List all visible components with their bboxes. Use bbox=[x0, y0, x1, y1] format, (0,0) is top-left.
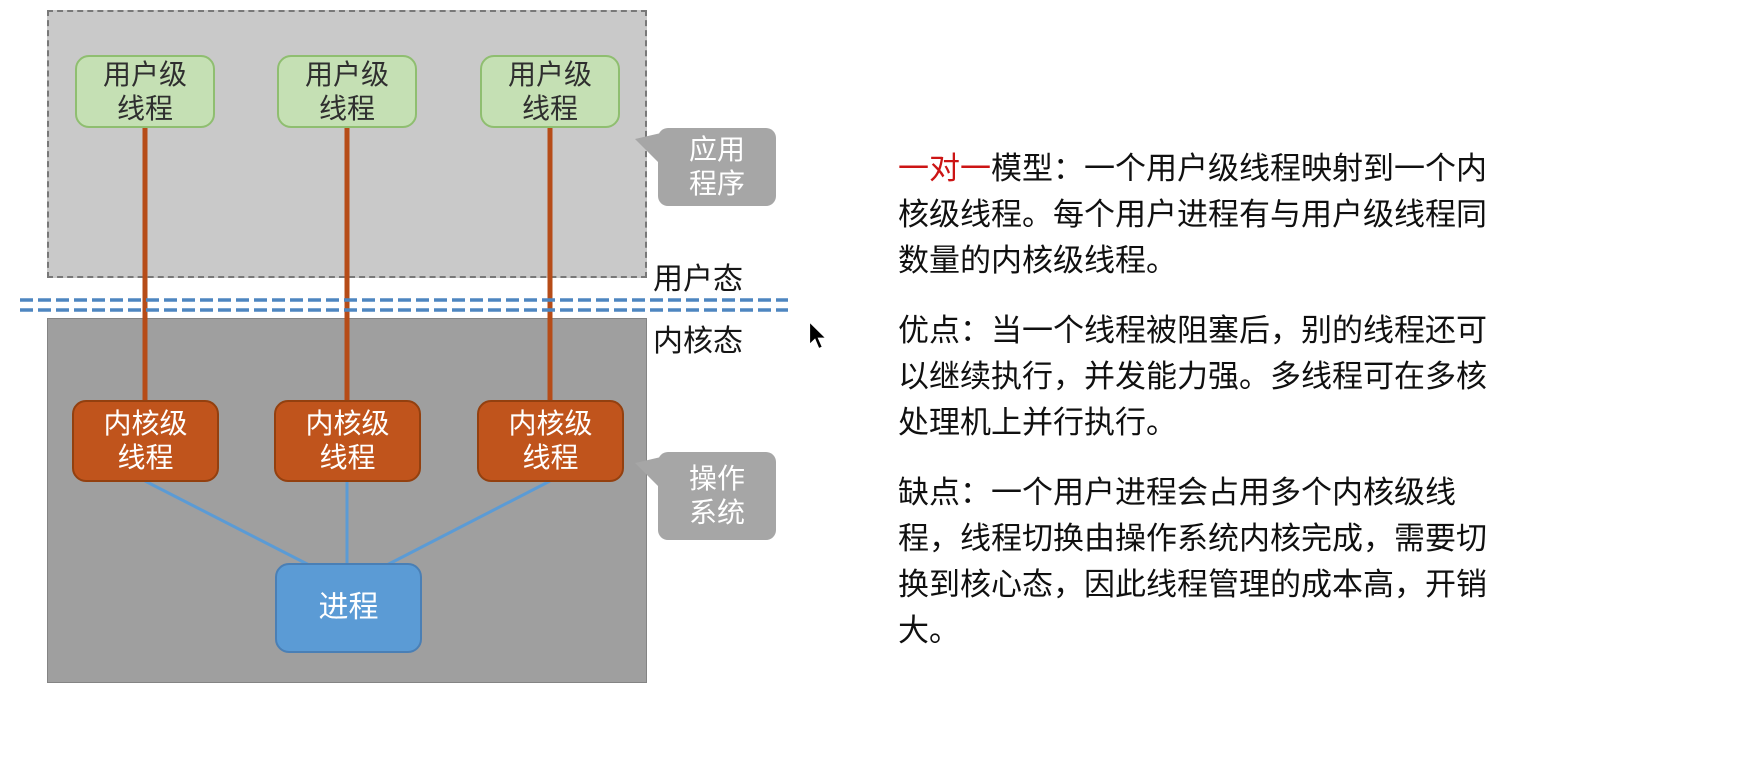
cons-paragraph: 缺点：一个用户进程会占用多个内核级线程，线程切换由操作系统内核完成，需要切换到核… bbox=[898, 475, 1487, 648]
user-mode-label: 用户态 bbox=[653, 263, 743, 296]
notes-panel: 一对一模型：一个用户级线程映射到一个内核级线程。每个用户进程有与用户级线程同数量… bbox=[898, 146, 1498, 678]
user-thread-box: 用户级 线程 bbox=[75, 55, 215, 128]
kernel-process-link-1 bbox=[144, 479, 314, 569]
application-callout-label: 应用 程序 bbox=[688, 134, 745, 199]
user-thread-box: 用户级 线程 bbox=[480, 55, 620, 128]
user-thread-box: 用户级 线程 bbox=[277, 55, 417, 128]
connector-lines bbox=[20, 126, 788, 569]
kernel-mode-label: 内核态 bbox=[653, 325, 743, 358]
mouse-cursor-icon bbox=[808, 322, 828, 350]
kernel-thread-box: 内核级 线程 bbox=[477, 400, 624, 482]
kernel-thread-box: 内核级 线程 bbox=[274, 400, 421, 482]
model-highlight: 一对一 bbox=[898, 151, 991, 186]
model-text: 模型：一个用户级线程映射到一个内核级线程。每个用户进程有与用户级线程同数量的内核… bbox=[898, 151, 1487, 278]
kernel-process-link-3 bbox=[382, 479, 551, 569]
os-callout: 操作 系统 bbox=[635, 452, 776, 540]
application-callout: 应用 程序 bbox=[635, 128, 776, 206]
callout-tail-icon bbox=[635, 457, 661, 489]
model-paragraph: 一对一模型：一个用户级线程映射到一个内核级线程。每个用户进程有与用户级线程同数量… bbox=[898, 146, 1498, 284]
os-callout-label: 操作 系统 bbox=[688, 463, 745, 528]
kernel-thread-box: 内核级 线程 bbox=[72, 400, 219, 482]
callout-tail-icon bbox=[635, 133, 661, 165]
process-box: 进程 bbox=[275, 563, 422, 653]
pros-paragraph: 优点：当一个线程被阻塞后，别的线程还可以继续执行，并发能力强。多线程可在多核处理… bbox=[898, 313, 1487, 440]
